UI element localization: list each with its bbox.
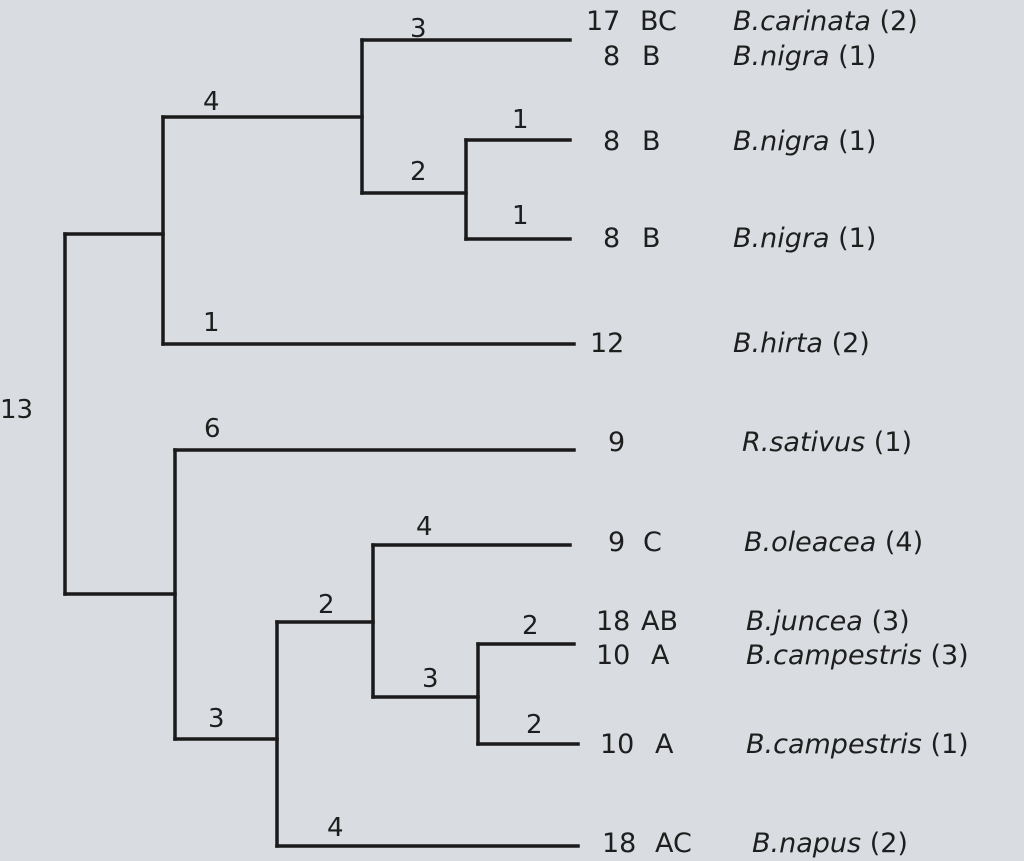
branch-label: 1	[512, 105, 529, 135]
leaf-chromosome-number: 10	[596, 640, 630, 671]
branch-label: 6	[204, 414, 221, 444]
leaf-chromosome-number: 18	[602, 828, 636, 859]
leaf-taxon-name: B.nigra (1)	[733, 126, 876, 157]
branch-label: 4	[327, 813, 344, 843]
leaf-genome: B	[642, 126, 661, 157]
leaf-genome: BC	[640, 6, 677, 37]
root-label: 13	[0, 395, 33, 425]
leaf-chromosome-number: 10	[600, 729, 634, 760]
branch-labels: 13 3 4 2 1 1 1 6 3 2 4 3 2 2 4	[0, 14, 543, 843]
leaf-chromosome-number: 12	[590, 328, 624, 359]
branch-label: 2	[522, 611, 539, 641]
leaf-genome: AB	[641, 606, 678, 637]
branch-label: 2	[318, 590, 335, 620]
leaf-taxon-name: B.hirta (2)	[733, 328, 870, 359]
leaf-chromosome-number: 8	[603, 223, 620, 254]
leaf-taxon-name: B.campestris (1)	[746, 729, 969, 760]
branch-label: 4	[203, 87, 220, 117]
leaf-taxon-name: B.nigra (1)	[733, 41, 876, 72]
leaf-taxon-name: B.oleacea (4)	[744, 527, 923, 558]
leaf-chromosome-number: 17	[586, 6, 620, 37]
leaf-taxon-name: B.nigra (1)	[733, 223, 876, 254]
leaf-taxon-name: R.sativus (1)	[742, 427, 912, 458]
leaf-chromosome-number: 9	[608, 427, 625, 458]
branch-label: 1	[512, 201, 529, 231]
branch-label: 1	[203, 308, 220, 338]
leaf-taxon-name: B.carinata (2)	[733, 6, 918, 37]
branch-label: 2	[410, 157, 427, 187]
branch-label: 3	[208, 704, 225, 734]
branch-label: 3	[410, 14, 427, 44]
leaf-genome: B	[642, 223, 661, 254]
leaf-genome: AC	[655, 828, 692, 859]
branch-label: 2	[526, 710, 543, 740]
leaf-chromosome-number: 9	[608, 527, 625, 558]
tree-branches	[63, 38, 580, 848]
leaf-labels: 17 BC B.carinata (2) 8 B B.nigra (1) 8 B…	[586, 6, 969, 859]
leaf-taxon-name: B.juncea (3)	[746, 606, 910, 637]
leaf-chromosome-number: 18	[596, 606, 630, 637]
leaf-genome: C	[643, 527, 662, 558]
leaf-chromosome-number: 8	[603, 126, 620, 157]
branch-label: 3	[422, 664, 439, 694]
leaf-genome: B	[642, 41, 661, 72]
branch-label: 4	[416, 512, 433, 542]
leaf-genome: A	[651, 640, 670, 671]
leaf-taxon-name: B.napus (2)	[752, 828, 908, 859]
leaf-genome: A	[655, 729, 674, 760]
leaf-taxon-name: B.campestris (3)	[746, 640, 969, 671]
leaf-chromosome-number: 8	[603, 41, 620, 72]
